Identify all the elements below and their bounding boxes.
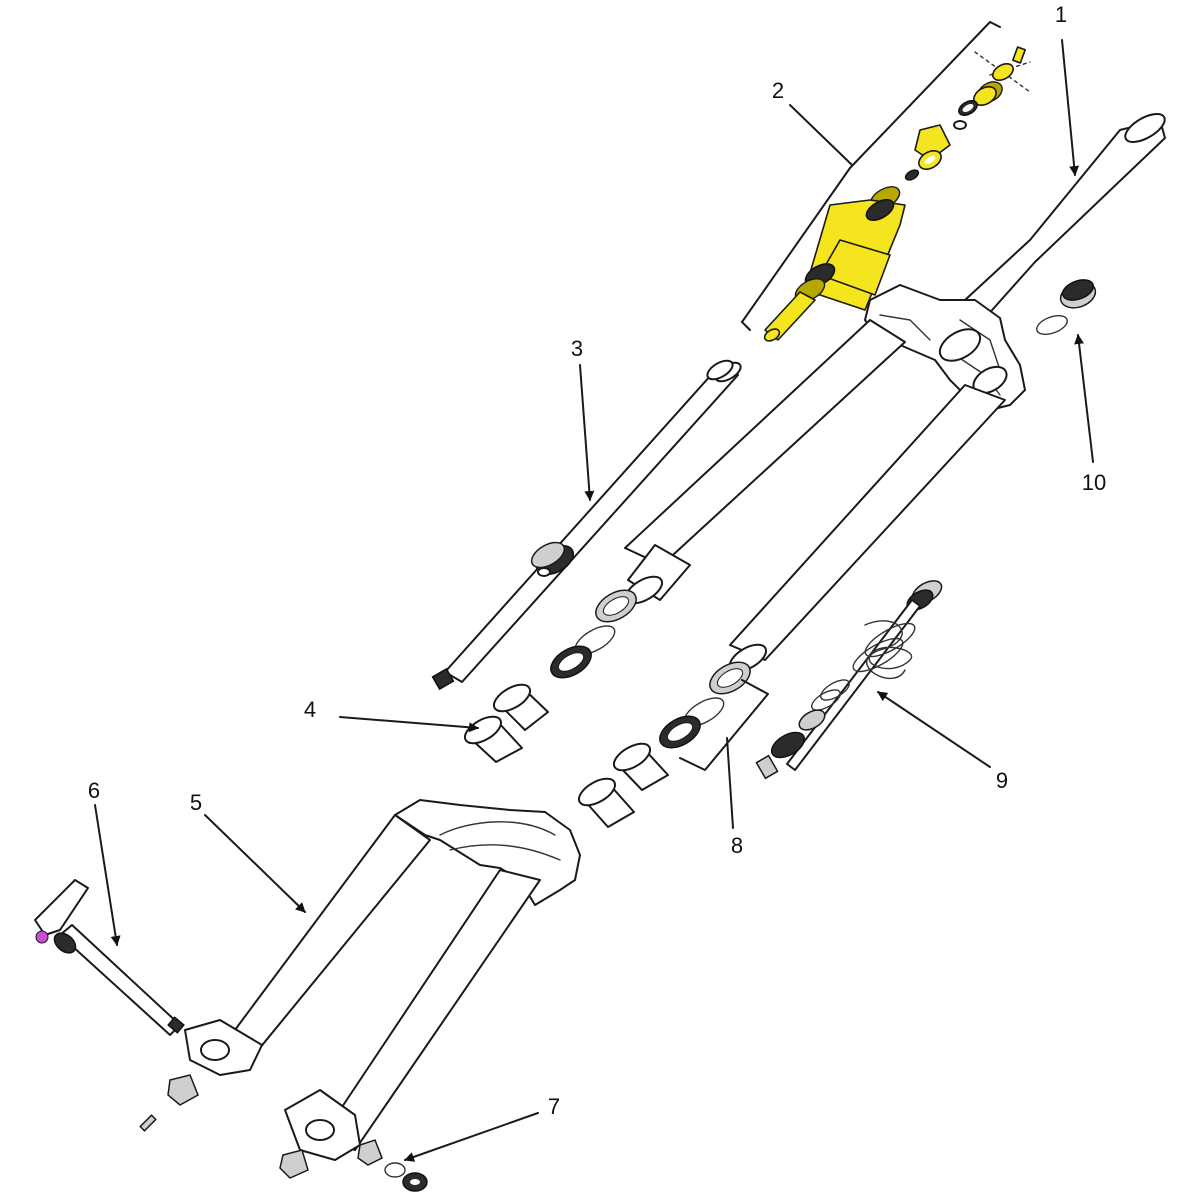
bottom-hardware <box>139 1074 428 1192</box>
rebound-damper <box>755 580 943 780</box>
callout-6: 6 <box>88 778 100 803</box>
bushing-lower-left <box>463 715 523 763</box>
leader-2 <box>789 104 853 166</box>
air-spring-shaft <box>431 359 742 691</box>
leader-4 <box>339 716 479 733</box>
callout-4: 4 <box>304 697 316 722</box>
bushing-upper-left <box>492 683 549 731</box>
callout-3: 3 <box>571 336 583 361</box>
leader-9 <box>877 691 991 768</box>
callout-2: 2 <box>772 78 784 103</box>
thru-axle <box>34 879 185 1036</box>
callout-leaders <box>94 39 1094 1162</box>
leader-7 <box>404 1112 539 1162</box>
callout-labels: 1 2 3 4 5 6 7 8 9 10 <box>88 2 1106 1119</box>
callout-5: 5 <box>190 790 202 815</box>
damper-cartridge-assembly <box>741 21 1031 342</box>
callout-8: 8 <box>731 833 743 858</box>
top-cap-and-ring <box>1036 279 1097 335</box>
bushings-and-seals <box>463 589 769 828</box>
lower-legs <box>184 799 581 1161</box>
callout-10: 10 <box>1082 470 1106 495</box>
leader-5 <box>204 814 306 913</box>
leader-8 <box>726 737 734 829</box>
callout-1: 1 <box>1055 2 1067 27</box>
bushing-lower-right <box>577 777 635 828</box>
bushing-upper-right <box>612 742 669 791</box>
leader-6 <box>94 804 121 946</box>
leader-3 <box>579 364 595 501</box>
leader-10 <box>1074 334 1094 463</box>
callout-9: 9 <box>996 768 1008 793</box>
crown-steerer-upper-tubes <box>624 113 1166 673</box>
callout-7: 7 <box>548 1094 560 1119</box>
leader-1 <box>1061 39 1080 176</box>
